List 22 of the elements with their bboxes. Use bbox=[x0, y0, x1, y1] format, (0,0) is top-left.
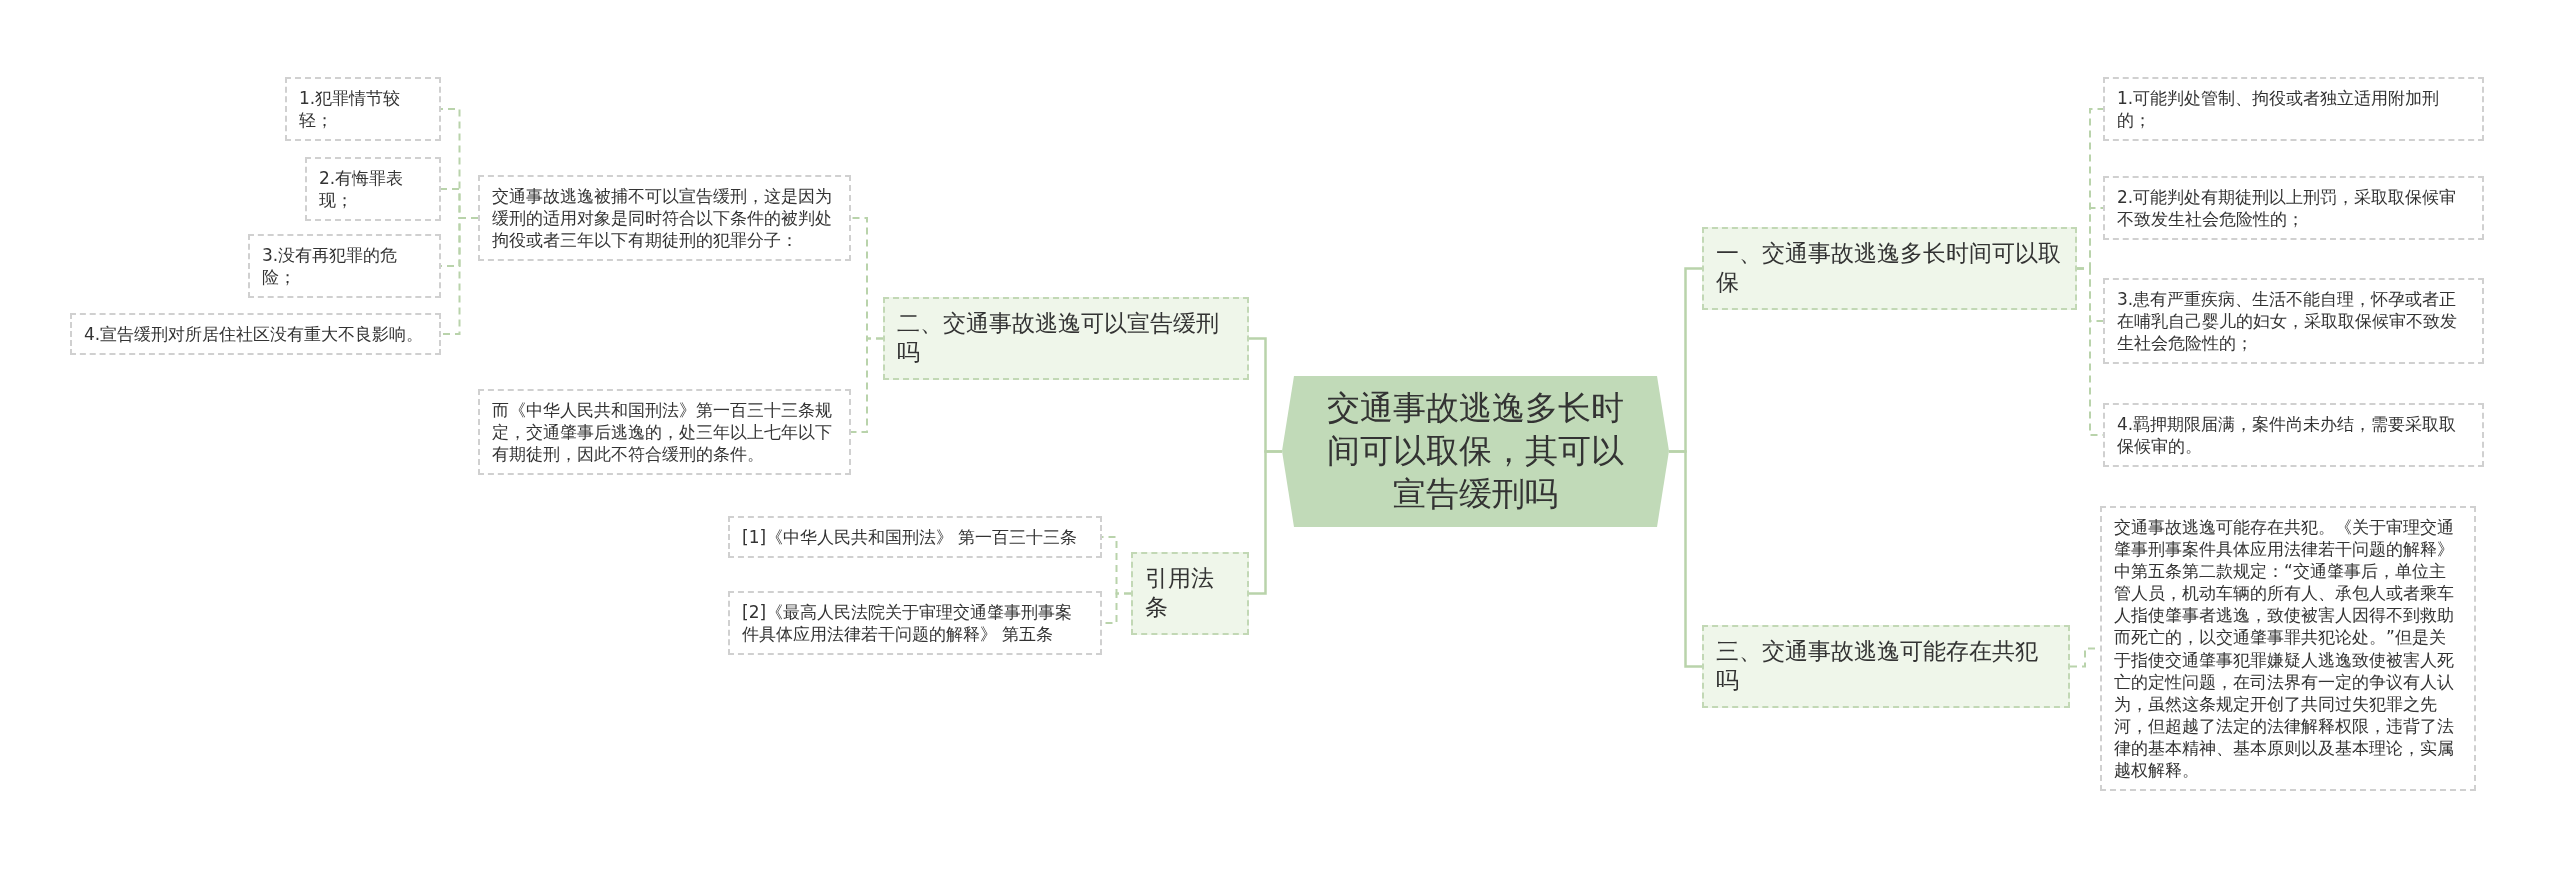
topic-box: 二、交通事故逃逸可以宣告缓刑吗 bbox=[883, 297, 1249, 380]
note-box: 1.可能判处管制、拘役或者独立适用附加刑的； bbox=[2103, 77, 2484, 142]
note-box: 而《中华人民共和国刑法》第一百三十三条规定，交通肇事后逃逸的，处三年以上七年以下有期徒刑，因此不符合缓刑的条件。 bbox=[478, 389, 851, 476]
topic-box: 引用法条 bbox=[1131, 552, 1249, 635]
note-box: [1]《中华人民共和国刑法》 第一百三十三条 bbox=[728, 516, 1102, 559]
note-box: 3.患有严重疾病、生活不能自理，怀孕或者正在哺乳自己婴儿的妇女，采取取保候审不致发生社会危险性的； bbox=[2103, 278, 2484, 365]
connector-line bbox=[850, 337, 884, 433]
note-box: 4.羁押期限届满，案件尚未办结，需要采取取保候审的。 bbox=[2103, 403, 2484, 468]
central-topic-hexagon: 交通事故逃逸多长时间可以取保，其可以宣告缓刑吗 bbox=[1282, 376, 1669, 527]
note-box: 3.没有再犯罪的危险； bbox=[248, 234, 441, 299]
topic-box: 三、交通事故逃逸可能存在共犯吗 bbox=[1702, 625, 2070, 708]
note-box: 交通事故逃逸可能存在共犯。《关于审理交通肇事刑事案件具体应用法律若干问题的解释》中第五条第二款规定：“交通肇事后，单位主管人员，机动车辆的所有人、承包人或者乘车人指使肇事者逃逸，致使被害人因得不到救助而死亡的，以交通肇事罪共犯论处。”但是关于指使交通肇事犯罪嫌疑人逃逸致使被害人死亡的定性问题，在司法界有一定的争议有人认为，虽然这条规定开创了共同过失犯罪之先河，但超越了法定的法律解释权限，违背了法律的基本精神、基本原则以及基本理论，实属越权解释。 bbox=[2100, 506, 2476, 792]
note-box: 1.犯罪情节较轻； bbox=[285, 77, 441, 142]
connector-line bbox=[1669, 450, 1702, 668]
note-box: 4.宣告缓刑对所居住社区没有重大不良影响。 bbox=[70, 313, 441, 356]
note-box: 2.有悔罪表现； bbox=[305, 157, 441, 222]
note-box: 交通事故逃逸被捕不可以宣告缓刑，这是因为缓刑的适用对象是同时符合以下条件的被判处拘役或者三年以下有期徒刑的犯罪分子： bbox=[478, 175, 851, 262]
connector-line bbox=[1249, 450, 1282, 595]
topic-box: 一、交通事故逃逸多长时间可以取保 bbox=[1702, 227, 2077, 310]
connector-line bbox=[440, 217, 479, 335]
note-box: [2]《最高人民法院关于审理交通肇事刑事案件具体应用法律若干问题的解释》 第五条 bbox=[728, 591, 1102, 656]
note-box: 2.可能判处有期徒刑以上刑罚，采取取保候审不致发生社会危险性的； bbox=[2103, 176, 2484, 241]
